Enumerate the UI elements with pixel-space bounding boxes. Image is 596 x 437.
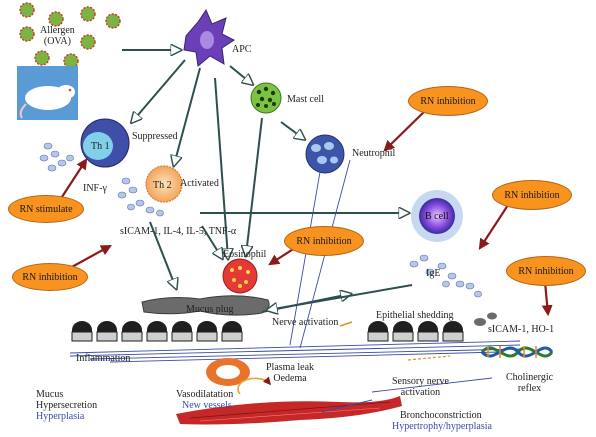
rn-inhibition-bcell-badge: RN inhibition bbox=[492, 180, 572, 210]
mucus-plug-label: Mucus plug bbox=[186, 304, 234, 315]
allergen-particles bbox=[19, 2, 121, 69]
apc-cell bbox=[183, 8, 235, 67]
nerve-fibres bbox=[69, 340, 521, 363]
nerve-activation-label: Nerve activation bbox=[272, 317, 339, 328]
hypertrophy-label: Hypertrophy/hyperplasia bbox=[392, 421, 492, 432]
bronchoconstriction-label: Bronchoconstriction bbox=[400, 410, 482, 421]
neutrophil-cell bbox=[305, 134, 345, 174]
ige-label: IgE bbox=[426, 268, 441, 279]
mast-cell bbox=[250, 82, 282, 114]
inflammation-label: Inflammation bbox=[76, 353, 131, 364]
smooth-muscle bbox=[176, 396, 402, 425]
neutrophil-label: Neutrophil bbox=[352, 148, 396, 159]
epithelial-shedding-label: Epithelial shedding bbox=[376, 310, 454, 321]
plasma-leak-label: Plasma leak Oedema bbox=[266, 362, 315, 384]
th2-label: Th 2 bbox=[153, 180, 172, 191]
sicam-ho1-label: sICAM-1, HO-1 bbox=[488, 324, 555, 335]
th1-cytokine-dots bbox=[39, 142, 74, 172]
cholinergic-reflex-label: Cholinergic reflex bbox=[506, 372, 554, 394]
apc-label: APC bbox=[232, 44, 252, 55]
mast-cell-label: Mast cell bbox=[287, 94, 324, 105]
rat-photo bbox=[17, 66, 78, 120]
th2-cell bbox=[145, 165, 183, 203]
dna-helix-icon bbox=[480, 346, 554, 358]
inf-gamma-label: INF-γ bbox=[83, 183, 107, 194]
rn-stimulate-badge: RN stimulate bbox=[8, 195, 84, 223]
blood-vessel-ring bbox=[206, 358, 250, 386]
th1-cell bbox=[80, 118, 130, 168]
b-cell bbox=[411, 190, 463, 242]
eosinophil-label: Eosinophil bbox=[223, 249, 267, 260]
b-cell-label: B cell bbox=[425, 211, 449, 222]
rn-inhibition-ho1-badge: RN inhibition bbox=[506, 256, 586, 286]
ige-dots bbox=[409, 254, 482, 298]
nerve-small-fibre bbox=[339, 321, 353, 327]
allergen-label: Allergen (OVA) bbox=[40, 25, 75, 47]
th2-cytokine-dots bbox=[117, 177, 164, 217]
new-vessels-label: New vessels bbox=[182, 400, 232, 411]
epithelial-cells bbox=[71, 312, 497, 342]
sensory-nerve-label: Sensory nerve activation bbox=[392, 376, 449, 398]
suppressed-label: Suppressed bbox=[132, 131, 178, 142]
pathway-arrows bbox=[122, 50, 413, 312]
hyperplasia-label: Hyperplasia bbox=[36, 411, 85, 422]
mucus-hypersecretion-label: Mucus Hypersecretion bbox=[36, 389, 98, 411]
nerve-small-fibre-2 bbox=[407, 355, 451, 361]
rn-inhibition-eosinophil-badge: RN inhibition bbox=[284, 226, 364, 256]
vasodilatation-label: Vasodilatation bbox=[176, 389, 234, 400]
eosinophil-cell bbox=[222, 258, 258, 294]
rn-inhibition-neutrophil-badge: RN inhibition bbox=[408, 86, 488, 116]
cytokines-label: sICAM-1, IL-4, IL-5, TNF-α bbox=[120, 226, 237, 237]
rn-inhibition-th2-badge: RN inhibition bbox=[12, 263, 88, 291]
th1-label: Th 1 bbox=[91, 141, 110, 152]
activated-label: Activated bbox=[180, 178, 219, 189]
